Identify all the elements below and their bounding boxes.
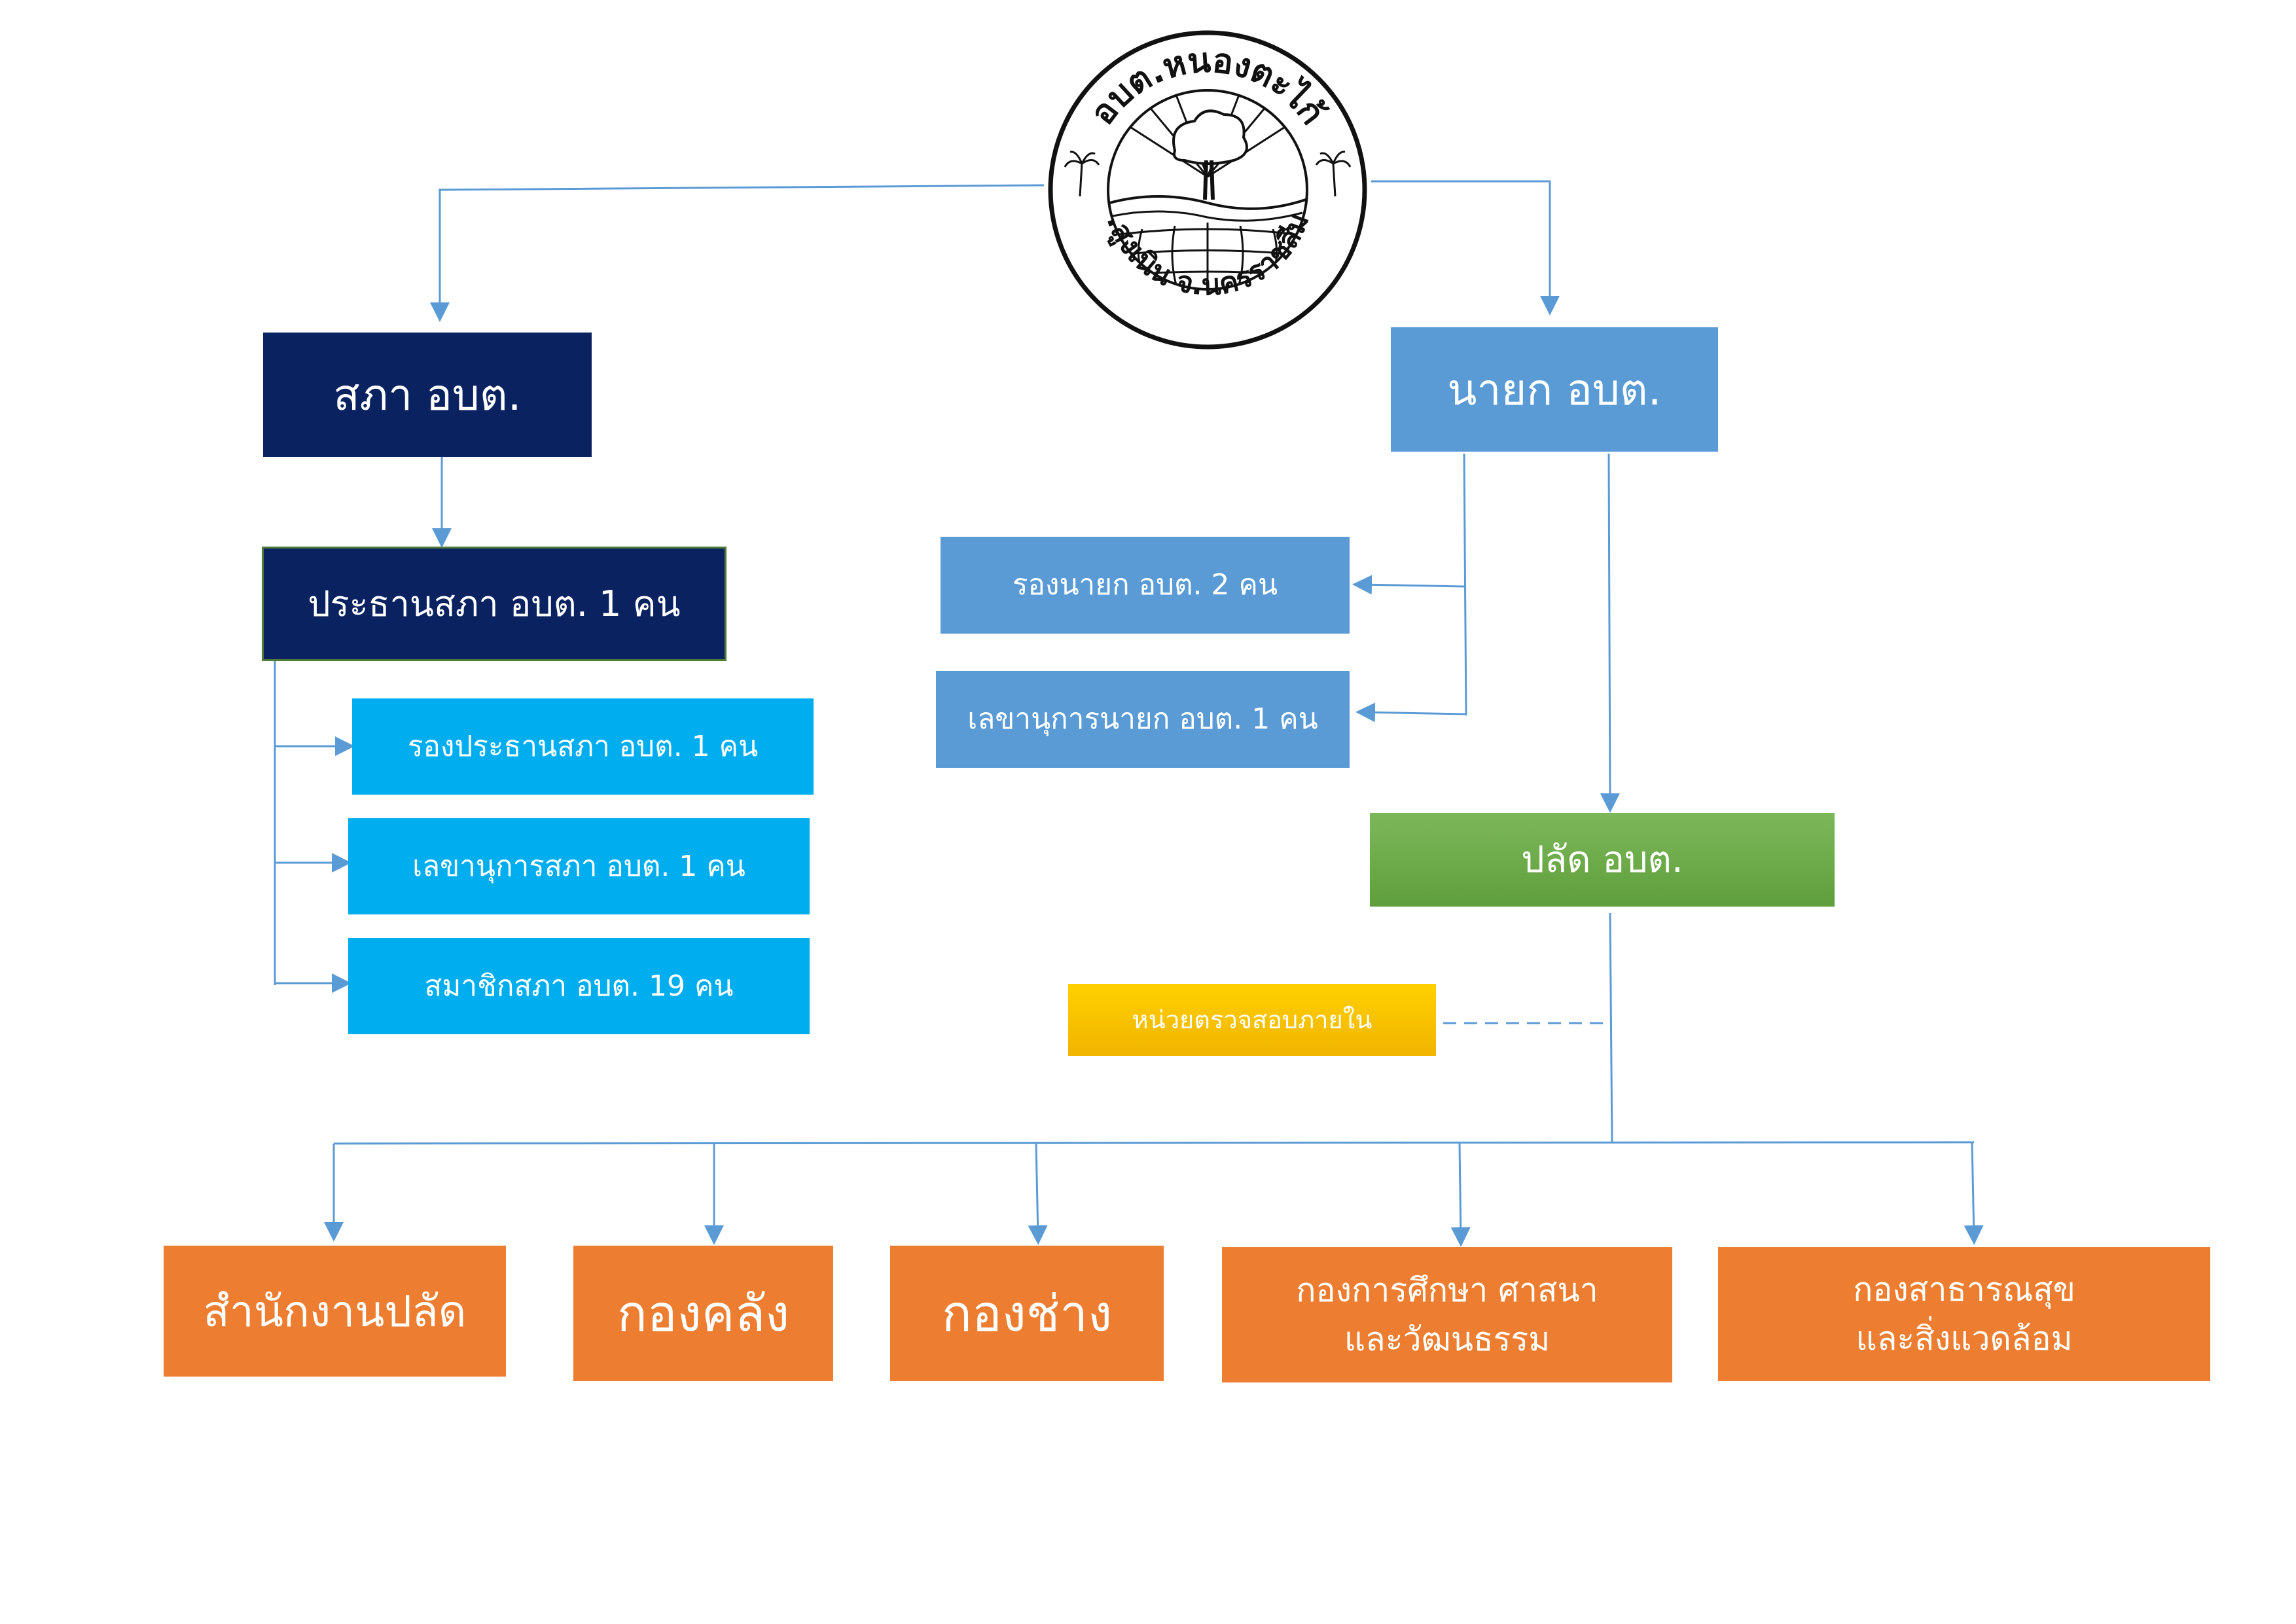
department-line1: กองช่าง [941, 1284, 1113, 1343]
department-line1: กองคลัง [617, 1284, 790, 1343]
internal-audit-label: หน่วยตรวจสอบภายใน [1132, 1005, 1372, 1034]
council-secretary-box: เลขานุการสภา อบต. 1 คน [348, 818, 810, 914]
department-line1: กองการศึกษา ศาสนา [1296, 1271, 1598, 1309]
council-secretary-label: เลขานุการสภา อบต. 1 คน [412, 849, 745, 883]
department-box: กองช่าง [890, 1246, 1164, 1381]
executive-deputy-box: รองนายก อบต. 2 คน [941, 537, 1350, 634]
department-line1: สำนักงานปลัด [203, 1286, 467, 1337]
clerk-title: ปลัด อบต. [1521, 838, 1683, 881]
executive-secretary-label: เลขานุการนายก อบต. 1 คน [967, 702, 1318, 736]
department-box: สำนักงานปลัด [164, 1246, 506, 1377]
internal-audit-box: หน่วยตรวจสอบภายใน [1068, 984, 1436, 1056]
council-members-label: สมาชิกสภา อบต. 19 คน [424, 969, 734, 1003]
executive-secretary-box: เลขานุการนายก อบต. 1 คน [936, 671, 1350, 768]
department-line2: และสิ่งแวดล้อม [1856, 1319, 2073, 1358]
department-box: กองคลัง [573, 1246, 833, 1381]
council-chair-label: ประธานสภา อบต. 1 คน [308, 583, 681, 624]
organization-seal: อบต.หนองตะไก้ อ.สูงเนิน จ.นครราชสีมา [1035, 0, 1371, 353]
department-line1: กองสาธารณสุข [1853, 1270, 2075, 1308]
clerk-box: ปลัด อบต. [1370, 813, 1835, 907]
council-chair-box: ประธานสภา อบต. 1 คน [262, 547, 726, 661]
department-box: กองสาธารณสุข และสิ่งแวดล้อม [1718, 1247, 2210, 1381]
council-box: สภา อบต. [263, 333, 592, 457]
department-line2: และวัฒนธรรม [1344, 1320, 1551, 1358]
executive-box: นายก อบต. [1391, 327, 1718, 452]
department-box: กองการศึกษา ศาสนา และวัฒนธรรม [1222, 1247, 1672, 1382]
council-vice-chair-label: รองประธานสภา อบต. 1 คน [407, 729, 759, 763]
council-title: สภา อบต. [333, 369, 522, 420]
council-members-box: สมาชิกสภา อบต. 19 คน [348, 938, 810, 1034]
executive-title: นายก อบต. [1447, 364, 1662, 415]
council-vice-chair-box: รองประธานสภา อบต. 1 คน [352, 698, 814, 795]
executive-deputy-label: รองนายก อบต. 2 คน [1012, 568, 1278, 602]
